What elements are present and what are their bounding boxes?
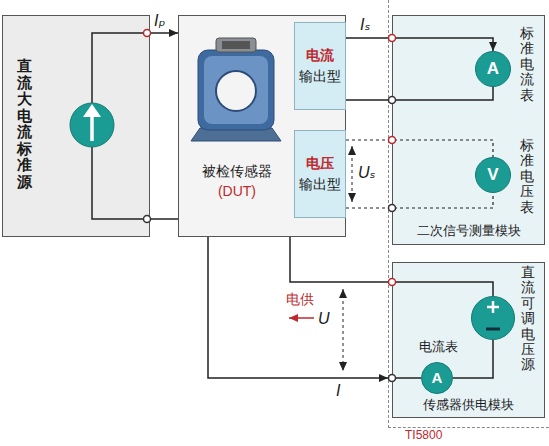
- meter-name: 标准电压表: [520, 138, 534, 215]
- meter-letter: A: [476, 52, 510, 86]
- output-box: 电压输出型: [294, 130, 346, 218]
- terminals: [144, 30, 396, 382]
- wire: [346, 87, 493, 100]
- supply-wiring: [392, 282, 500, 378]
- current-label: Iₛ: [360, 15, 370, 34]
- output-type: 输出型: [295, 68, 345, 85]
- voltage-label: Uₛ: [358, 163, 376, 182]
- source-arrow-head: [83, 104, 101, 117]
- sensor-box: 被检传感器(DUT)电流输出型电压输出型: [178, 15, 346, 237]
- source-name: 直流可调电压源: [521, 265, 535, 373]
- output-type: 输出型: [295, 176, 345, 193]
- plus-sign: [492, 301, 495, 313]
- connectors: [150, 33, 493, 378]
- wire: [208, 237, 388, 378]
- output-box: 电流输出型: [294, 22, 346, 110]
- plus-sign: [487, 306, 499, 309]
- output-kind: 电流: [295, 47, 345, 64]
- box-title: 直流大电流标准源: [17, 58, 32, 190]
- voltage-arrows: [289, 146, 352, 371]
- terminal: [144, 30, 151, 37]
- box-title: 被检传感器: [179, 163, 295, 180]
- source-arrow: [90, 114, 94, 141]
- source-circle: [70, 103, 114, 147]
- sensor-base: [191, 128, 281, 141]
- supply-wire: [392, 282, 493, 378]
- meter-name: 标准电流表: [520, 26, 534, 103]
- voltage-arrow: [343, 289, 344, 371]
- sensor-illustration: [191, 38, 281, 141]
- ammeter-symbol: 电流表A: [421, 362, 453, 394]
- terminal: [389, 97, 396, 104]
- voltmeter-symbol: V标准电压表: [475, 157, 511, 193]
- supply-direction-arrow: [289, 317, 314, 319]
- source-box: 直流大电流标准源: [2, 15, 150, 237]
- voltage-label: U: [318, 309, 330, 328]
- module-title: 二次信号测量模块: [393, 223, 544, 239]
- current-source-symbol: [70, 33, 147, 219]
- wire: [346, 193, 493, 208]
- source-wire: [92, 33, 147, 219]
- product-name: TI5800: [405, 428, 442, 442]
- sensor-connector: [216, 38, 256, 52]
- terminal: [144, 216, 151, 223]
- current-label: Iₚ: [154, 11, 165, 30]
- box-subtitle: (DUT): [179, 183, 295, 200]
- terminal: [389, 279, 396, 286]
- meter-letter: V: [476, 158, 510, 192]
- voltage-arrow: [352, 146, 353, 202]
- connector-pins: [222, 41, 250, 49]
- wire: [150, 32, 178, 34]
- minus-sign: [486, 328, 500, 331]
- meter-letter: A: [422, 363, 452, 393]
- meter-name: 电流表: [412, 339, 464, 355]
- module-title: 传感器供电模块: [393, 397, 544, 413]
- terminal: [389, 375, 396, 382]
- wire: [346, 38, 493, 51]
- instrument-region: TI5800二次信号测量模块A标准电流表V标准电压表传感器供电模块直流可调电压源…: [388, 0, 549, 428]
- voltage-source-symbol: 直流可调电压源: [471, 296, 515, 340]
- current-label: I: [336, 381, 340, 400]
- terminal: [389, 35, 396, 42]
- wire: [290, 237, 392, 282]
- module-box: 二次信号测量模块A标准电流表V标准电压表: [392, 15, 545, 245]
- sensor-housing: [198, 50, 274, 130]
- sensor-aperture: [216, 71, 256, 111]
- wire: [150, 218, 178, 220]
- supply-label: 电供: [286, 291, 314, 308]
- output-kind: 电压: [295, 155, 345, 172]
- ammeter-symbol: A标准电流表: [475, 51, 511, 87]
- module-box: 传感器供电模块直流可调电压源电流表A: [392, 262, 545, 418]
- sensor-face: [204, 56, 268, 124]
- terminal: [389, 137, 396, 144]
- terminal: [389, 205, 396, 212]
- wire: [346, 140, 493, 157]
